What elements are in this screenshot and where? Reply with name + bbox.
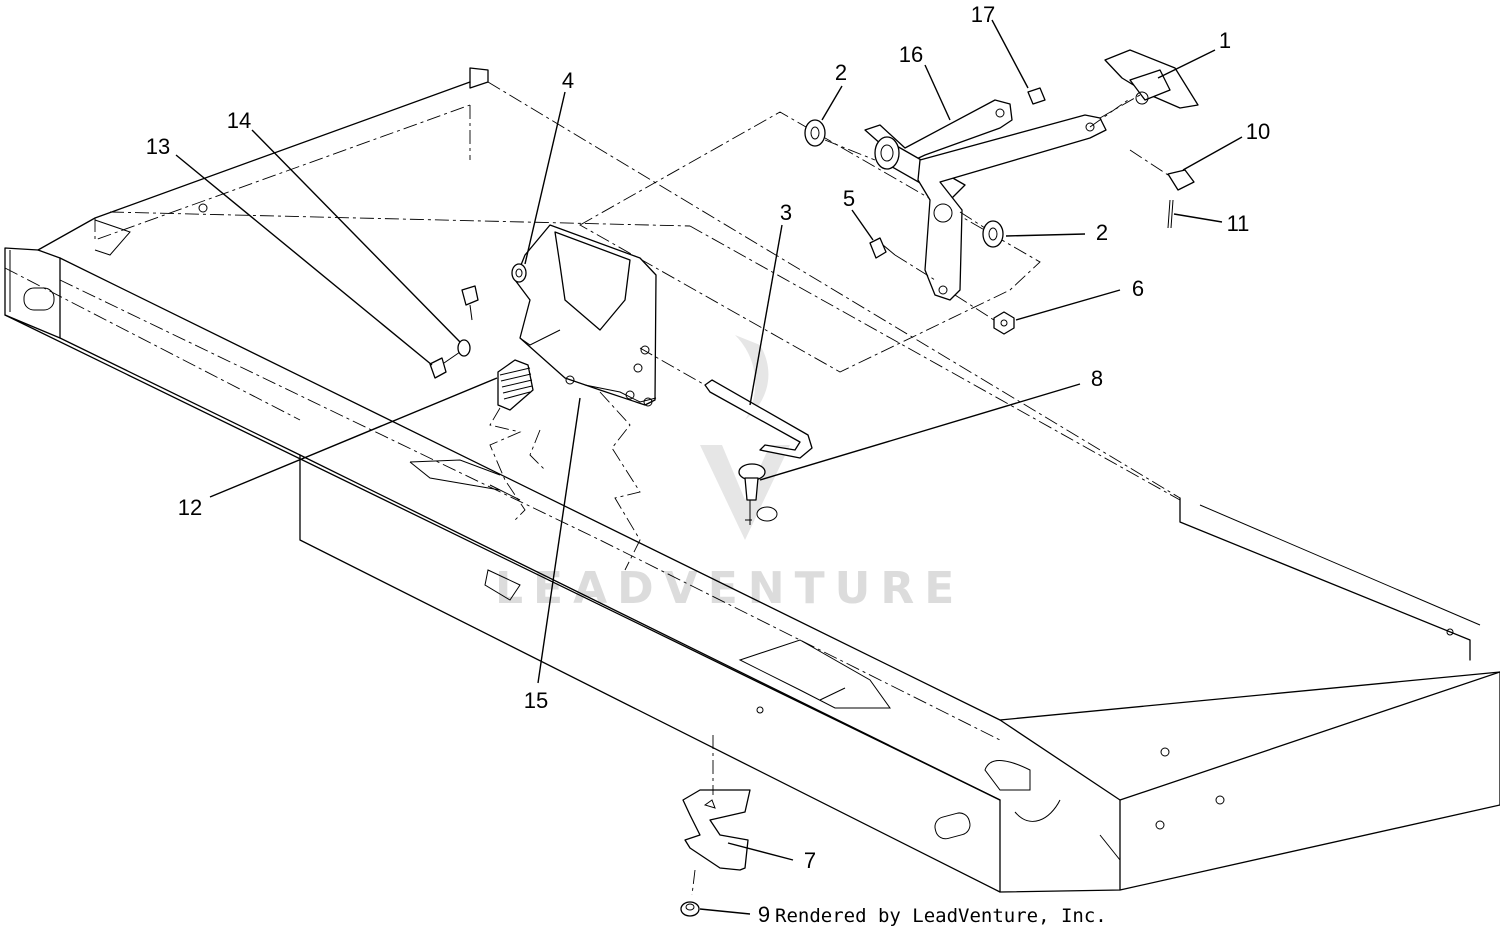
bushing-part-2-lower: [982, 220, 1004, 248]
callout-2-upper: 2: [835, 60, 847, 85]
callout-1: 1: [1219, 28, 1231, 53]
callout-3: 3: [780, 200, 792, 225]
callout-15: 15: [524, 688, 548, 713]
callout-14: 14: [227, 108, 251, 133]
pin-part-10: [1129, 149, 1195, 191]
spring-part-12: [489, 359, 546, 521]
callout-11: 11: [1227, 211, 1250, 236]
callout-17: 17: [971, 2, 995, 27]
render-credit: Rendered by LeadVenture, Inc.: [775, 905, 1107, 927]
bolt-part-13: [429, 351, 461, 379]
frame: [4, 67, 1500, 893]
callout-12: 12: [178, 495, 202, 520]
callout-13: 13: [146, 134, 170, 159]
cotter-pin-part-11: [1167, 199, 1174, 229]
callout-8: 8: [1091, 366, 1103, 391]
bolt-part-5: [869, 237, 896, 259]
callout-4: 4: [562, 68, 574, 93]
pedal-pad-part-1: [1104, 49, 1199, 109]
pedal-mount-bracket: [514, 224, 657, 571]
callouts: 1 2 2 3 4 5 6 7 8 9 10 11 12 13 14 15 16…: [146, 2, 1270, 927]
clevis-pin-part-8: [738, 463, 778, 525]
nut-part-6: [993, 311, 1015, 335]
bushing-part-2-upper: [804, 119, 826, 147]
callout-10: 10: [1246, 119, 1270, 144]
callout-2-lower: 2: [1096, 220, 1108, 245]
callout-16: 16: [899, 42, 923, 67]
callout-9: 9: [758, 902, 770, 927]
nut-part-9: [680, 901, 700, 917]
washer-part-4: [511, 263, 527, 283]
grease-fitting-part-17: [1027, 87, 1046, 105]
leader-lines: [175, 19, 1243, 915]
washer-part-14: [457, 339, 471, 357]
callout-6: 6: [1132, 276, 1144, 301]
callout-5: 5: [843, 186, 855, 211]
pedal-arm-main: [917, 114, 1107, 301]
callout-7: 7: [804, 848, 816, 873]
rod-part-3: [639, 347, 813, 459]
bracket-part-7: [682, 735, 751, 896]
